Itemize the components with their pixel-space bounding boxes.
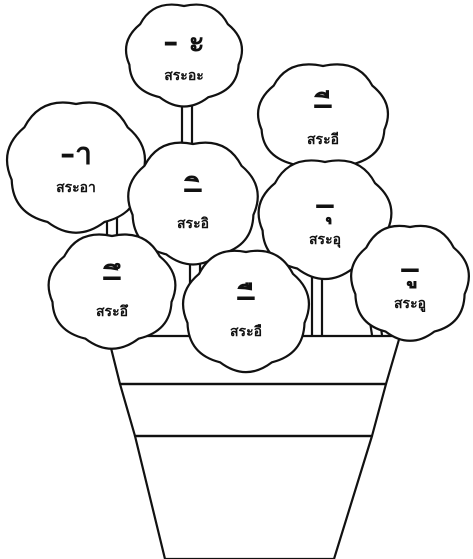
vowel-glyph: –ี [313,89,332,124]
vowel-glyph: –า [60,137,92,172]
pot-band [118,382,388,438]
flower-outline [257,159,393,281]
vowel-glyph: –ิ [183,173,202,208]
flower-outline [350,224,470,342]
vowel-name: สระอิ [177,216,209,232]
vowel-name: สระอึ [96,303,129,320]
vowel-glyph: –ู [401,253,419,289]
flower-sara-ii: –ีสระอี [257,63,389,177]
flower-sara-i: –ิสระอิ [127,141,259,266]
flower-sara-ue-short: –ึสระอึ [47,233,177,350]
flower-sara-uu: –ูสระอู [350,224,470,342]
vowel-name: สระอี [307,132,339,148]
vowel-glyph: –ึ [102,261,121,296]
vowel-name: สระอา [56,180,96,196]
vowel-glyph: – ะ [163,25,205,60]
vowel-name: สระอื [230,324,262,340]
vowel-glyph: –ื [237,281,255,316]
flower-outline [124,3,244,108]
flower-sara-ue-long: –ืสระอื [181,249,311,374]
vowel-name: สระอุ [309,232,341,248]
flower-outline [5,101,147,234]
vowel-name: สระอู [394,296,426,312]
pot-base [133,434,374,559]
flower-outline [47,233,177,350]
flower-outline [127,141,259,266]
vowel-name: สระอะ [164,68,204,84]
vowel-glyph: –ุ [316,189,334,225]
flower-sara-u: –ุสระอุ [257,159,393,281]
flower-outline [181,249,311,374]
flowers: – ะสระอะ–ีสระอี–าสระอา–ิสระอิ–ุสระอุ–ึสร… [5,3,470,374]
